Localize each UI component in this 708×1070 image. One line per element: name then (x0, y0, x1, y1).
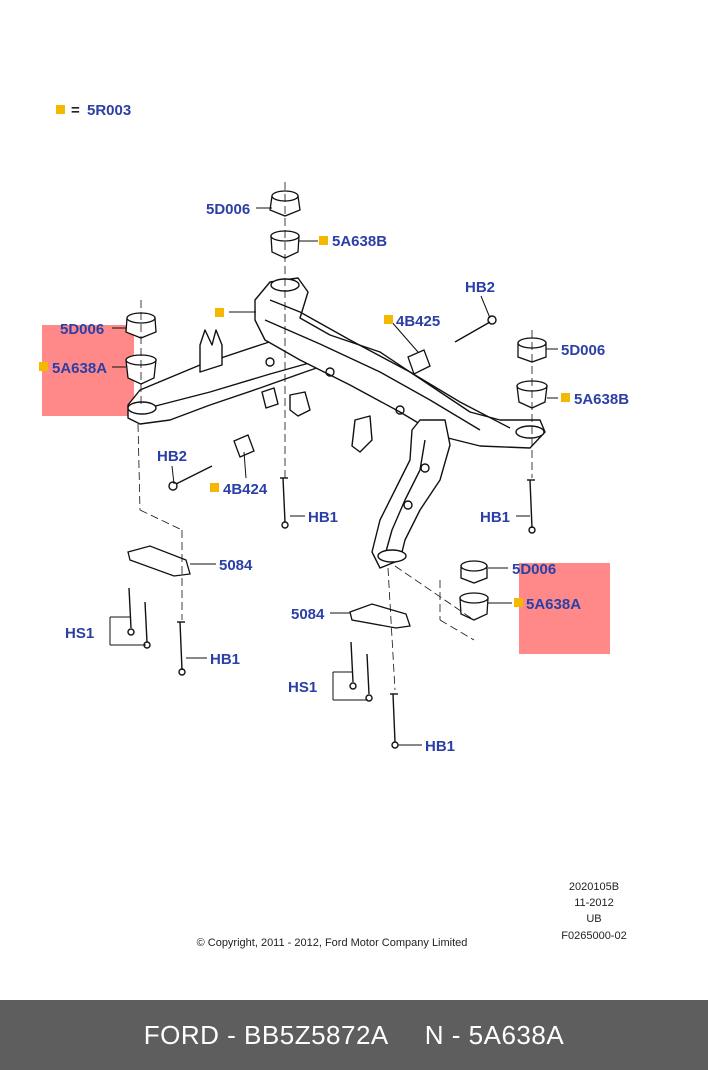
label-5a638b-top: 5A638B (332, 233, 387, 250)
label-5084-center: 5084 (291, 606, 325, 623)
marker-5a638b-right (561, 393, 570, 402)
label-hb2-left: HB2 (157, 448, 187, 465)
label-hb1-right: HB1 (480, 509, 510, 526)
label-hb1-left: HB1 (210, 651, 240, 668)
label-hs1-center: HS1 (288, 679, 317, 696)
label-hb1-center: HB1 (308, 509, 338, 526)
legend-equals: = (71, 102, 80, 119)
highlight-box-right (519, 563, 610, 654)
label-hb2-top: HB2 (465, 279, 495, 296)
marker-4b424 (210, 483, 219, 492)
doc-info-line-2: 11-2012 (574, 897, 614, 909)
subframe-exploded-diagram: = 5R003 (39, 102, 629, 949)
legend-marker (56, 105, 65, 114)
label-5a638b-right: 5A638B (574, 391, 629, 408)
doc-info-line-1: 2020105B (569, 881, 619, 893)
alignment-lines (137, 182, 533, 691)
footer-bar: FORD - BB5Z5872A N - 5A638A (0, 1000, 708, 1070)
label-hs1-left: HS1 (65, 625, 94, 642)
label-5a638a-lower: 5A638A (526, 596, 581, 613)
label-5084-left: 5084 (219, 557, 253, 574)
footer-part-number: FORD - BB5Z5872A (143, 1019, 389, 1050)
label-5d006-lower: 5D006 (512, 561, 556, 578)
marker-5a638b-top (319, 236, 328, 245)
label-hb1-bottom: HB1 (425, 738, 455, 755)
marker-frame (215, 308, 224, 317)
parts-drawing (125, 190, 548, 629)
legend-code: 5R003 (87, 102, 131, 119)
highlight-box-left (42, 325, 134, 416)
doc-info-line-3: UB (586, 913, 601, 925)
label-5d006-right: 5D006 (561, 342, 605, 359)
marker-5a638a-lower (514, 598, 523, 607)
copyright-text: © Copyright, 2011 - 2012, Ford Motor Com… (197, 937, 468, 949)
leader-lines (109, 207, 558, 746)
label-5d006-left: 5D006 (60, 321, 104, 338)
5r003-markers (39, 236, 570, 607)
label-5a638a-left: 5A638A (52, 360, 107, 377)
subframe-drawing (127, 277, 546, 569)
footer-reference-number: N - 5A638A (424, 1019, 565, 1050)
marker-4b425 (384, 315, 393, 324)
bolts-drawing (127, 315, 536, 749)
label-4b424: 4B424 (223, 481, 268, 498)
doc-info-line-4: F0265000-02 (561, 930, 626, 942)
marker-5a638a-left (39, 362, 48, 371)
label-5d006-top: 5D006 (206, 201, 250, 218)
label-4b425: 4B425 (396, 313, 440, 330)
